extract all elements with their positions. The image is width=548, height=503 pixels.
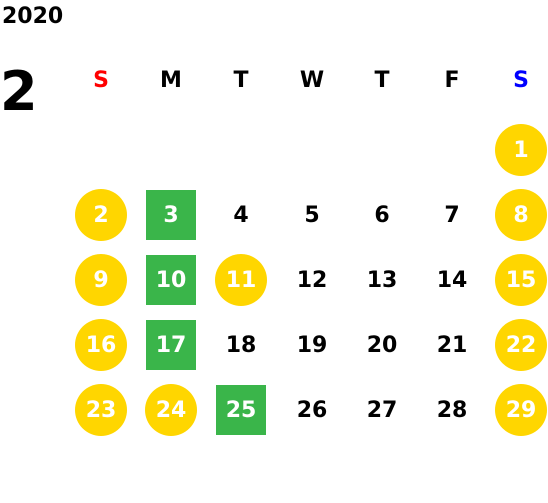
weekday-label: W (299, 68, 325, 93)
highlighted-day-cell[interactable]: 3 (146, 190, 196, 240)
day-cell[interactable]: 14 (436, 267, 468, 293)
day-cell[interactable]: 26 (296, 397, 328, 423)
month-number: 2 (0, 60, 38, 123)
holiday-day-cell[interactable]: 29 (495, 384, 547, 436)
day-cell[interactable]: 6 (374, 202, 390, 228)
weekday-label: T (233, 68, 249, 93)
holiday-day-cell[interactable]: 15 (495, 254, 547, 306)
day-cell[interactable]: 28 (436, 397, 468, 423)
weekday-label: S (93, 68, 109, 93)
weekday-label: S (513, 68, 529, 93)
holiday-day-cell[interactable]: 16 (75, 319, 127, 371)
holiday-day-cell[interactable]: 8 (495, 189, 547, 241)
day-cell[interactable]: 21 (436, 332, 468, 358)
weekday-label: M (160, 68, 182, 93)
day-cell[interactable]: 18 (225, 332, 257, 358)
holiday-day-cell[interactable]: 24 (145, 384, 197, 436)
holiday-day-cell[interactable]: 1 (495, 124, 547, 176)
weekday-label: F (444, 68, 460, 93)
day-cell[interactable]: 19 (296, 332, 328, 358)
holiday-day-cell[interactable]: 9 (75, 254, 127, 306)
day-cell[interactable]: 7 (444, 202, 460, 228)
day-cell[interactable]: 27 (366, 397, 398, 423)
day-cell[interactable]: 4 (233, 202, 249, 228)
holiday-day-cell[interactable]: 23 (75, 384, 127, 436)
weekday-label: T (374, 68, 390, 93)
day-cell[interactable]: 13 (366, 267, 398, 293)
day-cell[interactable]: 20 (366, 332, 398, 358)
holiday-day-cell[interactable]: 22 (495, 319, 547, 371)
holiday-day-cell[interactable]: 11 (215, 254, 267, 306)
day-cell[interactable]: 5 (304, 202, 320, 228)
highlighted-day-cell[interactable]: 17 (146, 320, 196, 370)
year-label: 2020 (2, 4, 64, 29)
highlighted-day-cell[interactable]: 25 (216, 385, 266, 435)
highlighted-day-cell[interactable]: 10 (146, 255, 196, 305)
day-cell[interactable]: 12 (296, 267, 328, 293)
holiday-day-cell[interactable]: 2 (75, 189, 127, 241)
